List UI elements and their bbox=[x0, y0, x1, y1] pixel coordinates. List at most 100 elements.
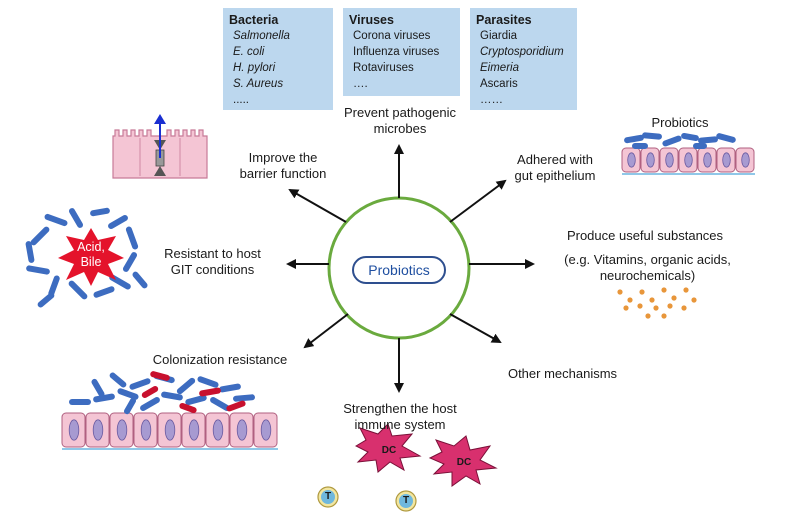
dc-label-left: DC bbox=[381, 445, 397, 456]
arrow-down-left bbox=[303, 313, 349, 349]
t-label-left: T bbox=[324, 491, 332, 502]
bacterium-rod bbox=[129, 378, 151, 390]
substance-dot bbox=[667, 303, 673, 309]
parasites-title: Parasites bbox=[476, 13, 532, 27]
cell-nucleus bbox=[92, 419, 104, 441]
acid-bile-label: Acid,Bile bbox=[77, 240, 105, 269]
bacterium-rod bbox=[150, 371, 170, 381]
bacteria-item: E. coli bbox=[233, 46, 265, 58]
probiotics-illus-label: Probiotics bbox=[651, 115, 709, 130]
cell-nucleus bbox=[703, 152, 712, 168]
cell-nucleus bbox=[684, 152, 693, 168]
viruses-item: Corona viruses bbox=[353, 30, 431, 42]
bacterium-rod bbox=[219, 383, 241, 393]
bacterium-rod bbox=[632, 143, 648, 149]
substance-dot bbox=[691, 297, 697, 303]
bacterium-rod bbox=[624, 134, 644, 144]
cell-nucleus bbox=[212, 419, 224, 441]
arrow-up-left bbox=[288, 189, 347, 223]
acid-bile-burst bbox=[58, 228, 124, 286]
cell-nucleus bbox=[236, 419, 248, 441]
bacterium-rod bbox=[93, 393, 115, 403]
bacteria-item: ..... bbox=[233, 94, 249, 106]
substance-dot bbox=[683, 287, 689, 293]
arrow-up-right bbox=[449, 179, 507, 223]
bacterium-rod bbox=[48, 275, 60, 297]
arrows bbox=[286, 144, 535, 393]
parasites-item: Ascaris bbox=[480, 78, 518, 90]
substance-dot bbox=[645, 313, 651, 319]
substance-dot bbox=[661, 287, 667, 293]
parasites-item: Eimeria bbox=[480, 62, 519, 74]
bacterium-rod bbox=[26, 265, 50, 275]
bacterium-rod bbox=[124, 397, 136, 415]
bacterium-rod bbox=[68, 280, 88, 300]
dc-cells bbox=[354, 423, 498, 487]
arrow-down-right bbox=[449, 313, 502, 343]
cell-nucleus bbox=[627, 152, 636, 168]
bacterium-rod bbox=[210, 397, 230, 411]
bacterium-rod bbox=[233, 394, 255, 402]
dc-label-right: DC bbox=[456, 457, 472, 468]
bacterium-rod bbox=[185, 394, 207, 406]
bacterium-rod bbox=[161, 391, 183, 401]
substance-dot bbox=[639, 289, 645, 295]
bacterium-rod bbox=[176, 377, 196, 395]
cell-nucleus bbox=[260, 419, 272, 441]
bacterium-rod bbox=[30, 226, 50, 246]
other-label: Other mechanisms bbox=[507, 366, 618, 381]
center-label: Probiotics bbox=[352, 256, 446, 284]
bacterium-rod bbox=[37, 292, 55, 308]
bacterium-rod bbox=[197, 376, 219, 388]
viruses-item: Influenza viruses bbox=[353, 46, 440, 58]
cell-nucleus bbox=[164, 419, 176, 441]
bacterium-rod bbox=[25, 241, 35, 263]
cell-nucleus bbox=[665, 152, 674, 168]
cell-nucleus bbox=[741, 152, 750, 168]
bacterium-rod bbox=[140, 397, 160, 411]
bacteria-item: Salmonella bbox=[233, 30, 290, 42]
t-label-right: T bbox=[402, 495, 410, 506]
bacteria-title: Bacteria bbox=[229, 13, 279, 27]
produce-label: Produce useful substances bbox=[566, 228, 724, 243]
t-cells bbox=[317, 486, 417, 512]
bacterium-rod bbox=[69, 399, 91, 405]
substance-dot bbox=[653, 305, 659, 311]
bacteria-item: S. Aureus bbox=[233, 78, 284, 90]
bacterium-rod bbox=[179, 402, 197, 414]
bacterium-rod bbox=[109, 372, 127, 388]
substance-dot bbox=[623, 305, 629, 311]
cell-nucleus bbox=[116, 419, 128, 441]
parasites-item: Giardia bbox=[480, 30, 518, 42]
cell-nucleus bbox=[140, 419, 152, 441]
parasites-item: …… bbox=[480, 94, 503, 106]
substance-dot bbox=[671, 295, 677, 301]
bacterium-rod bbox=[698, 136, 718, 144]
bacterium-rod bbox=[226, 400, 246, 412]
bacterium-rod bbox=[108, 215, 128, 229]
barrier-illustration bbox=[112, 114, 208, 179]
bacterium-rod bbox=[69, 208, 83, 228]
viruses-box: Viruses Corona viruses Influenza viruses… bbox=[343, 8, 460, 96]
parasites-box: Parasites Giardia Cryptosporidium Eimeri… bbox=[470, 8, 577, 110]
cell-nucleus bbox=[722, 152, 731, 168]
substance-dot bbox=[681, 305, 687, 311]
bacterium-rod bbox=[141, 386, 159, 398]
bacterium-rod bbox=[93, 286, 115, 298]
bacterium-rod bbox=[123, 252, 137, 272]
substance-dot bbox=[627, 297, 633, 303]
cell-nucleus bbox=[646, 152, 655, 168]
substance-dot bbox=[637, 303, 643, 309]
bacterium-rod bbox=[90, 207, 110, 217]
dc-cell-left bbox=[354, 423, 422, 473]
bacterium-rod bbox=[125, 226, 139, 250]
bacteria-box: Bacteria Salmonella E. coli H. pylori S.… bbox=[223, 8, 333, 110]
colonization-label: Colonization resistance bbox=[152, 352, 288, 367]
produce-examples: (e.g. Vitamins, organic acids,neurochemi… bbox=[564, 252, 731, 283]
bacterium-rod bbox=[693, 143, 707, 149]
cell-nucleus bbox=[68, 419, 80, 441]
